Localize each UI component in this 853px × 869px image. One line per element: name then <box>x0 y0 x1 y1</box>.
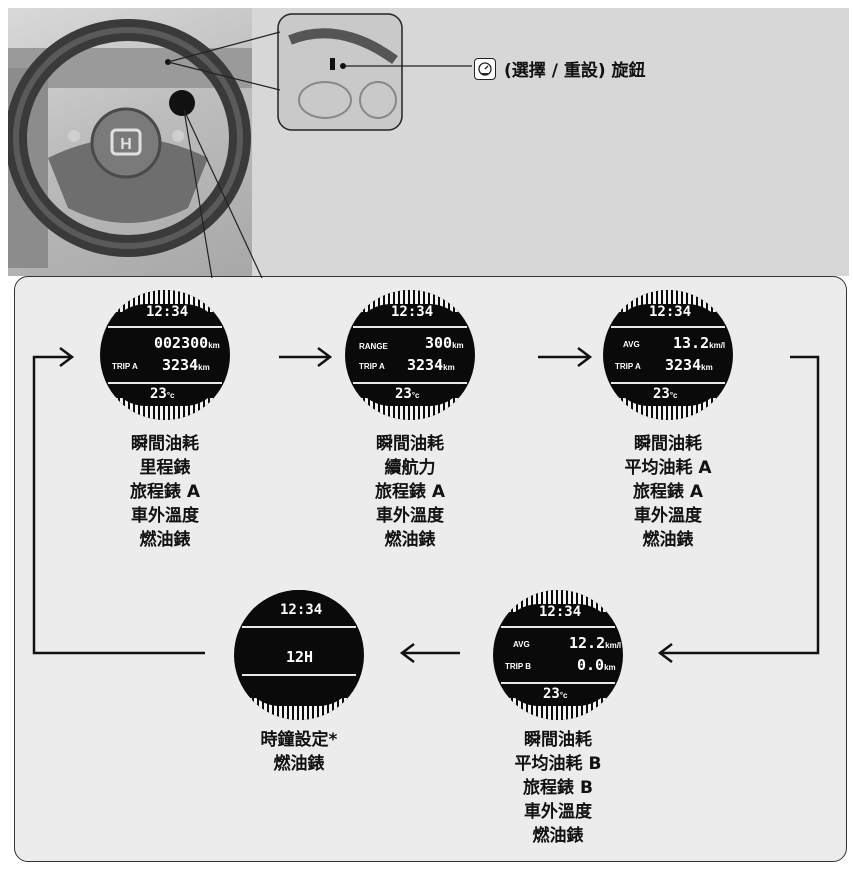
clock-format-value: 12H <box>286 648 314 666</box>
row1-unit: km/l <box>709 341 726 350</box>
row1-value: 002300 <box>154 334 209 352</box>
row1-label: AVG <box>513 640 530 649</box>
row2-label: TRIP A <box>359 362 385 371</box>
row1-unit: km <box>208 341 220 350</box>
row1-label: AVG <box>623 340 640 349</box>
clock-readout: 12:34 <box>391 304 434 320</box>
row2-label: TRIP B <box>505 662 532 671</box>
row2-unit: km <box>701 363 713 372</box>
screen-5-caption: 時鐘設定*燃油錶 <box>260 730 338 774</box>
clock-readout: 12:34 <box>539 604 582 620</box>
temperature-value: 23 <box>150 386 167 402</box>
row2-value: 3234 <box>162 356 199 374</box>
temperature-unit: °c <box>669 391 678 400</box>
row1-unit: km/l <box>605 641 622 650</box>
select-reset-knob-callout: (選擇 / 重設) 旋鈕 <box>474 56 646 81</box>
row1-value: 12.2 <box>569 634 606 652</box>
knob-label-text: (選擇 / 重設) 旋鈕 <box>504 61 646 81</box>
steering-wheel-photo: H <box>8 8 252 276</box>
display-screen-average-b: 12:34 AVG 12.2km/l TRIP B 0.0km 23°c <box>493 590 623 720</box>
row2-value: 3234 <box>665 356 702 374</box>
svg-text:H: H <box>120 136 132 153</box>
display-screen-range: 12:34 RANGE 300km TRIP A 3234km 23°c <box>345 290 475 420</box>
row1-value: 13.2 <box>673 334 710 352</box>
display-screen-average-a: 12:34 AVG 13.2km/l TRIP A 3234km 23°c <box>603 290 733 420</box>
clock-readout: 12:34 <box>146 304 189 320</box>
clock-readout: 12:34 <box>280 602 323 618</box>
row2-unit: km <box>198 363 210 372</box>
display-screen-clock-setting: 12:34 12H <box>234 590 364 720</box>
row1-value: 300 <box>425 334 453 352</box>
row2-unit: km <box>604 663 616 672</box>
row2-unit: km <box>443 363 455 372</box>
row2-label: TRIP A <box>112 362 138 371</box>
temperature-unit: °c <box>166 391 175 400</box>
row2-value: 3234 <box>407 356 444 374</box>
row1-unit: km <box>452 341 464 350</box>
trip-knob-icon <box>474 57 496 80</box>
temperature-value: 23 <box>395 386 412 402</box>
display-screen-odometer: 12:34 002300km TRIP A 3234km 23°c <box>100 290 230 420</box>
temperature-value: 23 <box>543 686 560 702</box>
temperature-value: 23 <box>653 386 670 402</box>
temperature-unit: °c <box>559 691 568 700</box>
row2-value: 0.0 <box>577 656 605 674</box>
temperature-unit: °c <box>411 391 420 400</box>
row1-label: RANGE <box>359 342 388 351</box>
row2-label: TRIP A <box>615 362 641 371</box>
clock-readout: 12:34 <box>649 304 692 320</box>
